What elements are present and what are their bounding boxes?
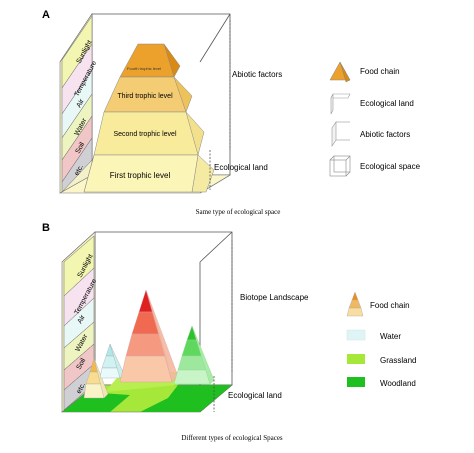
pyramid-water: [99, 343, 125, 379]
cube-icon: [329, 155, 351, 177]
legend-b-water: Water: [380, 332, 401, 341]
caption-a: Same type of ecological space: [196, 208, 281, 216]
legend-a-food-chain: Food chain: [360, 67, 400, 76]
ecological-land-label-b: Ecological land: [228, 391, 282, 400]
pyramid-green: [173, 325, 215, 385]
first-trophic-level-label: First trophic level: [110, 171, 171, 180]
pyramid-icon: [346, 291, 364, 317]
strip-a-soil: Soil: [75, 141, 87, 155]
side-strips-a: [61, 15, 93, 193]
water-swatch: [346, 329, 366, 341]
grassland-swatch: [347, 354, 365, 364]
legend-b-woodland: Woodland: [380, 379, 416, 388]
ecological-land-label-a: Ecological land: [214, 163, 268, 172]
panel-a: A Sunlight Temperature Air Water Soil et…: [42, 9, 421, 216]
strip-b-air: Air: [77, 314, 88, 325]
legend-a-ecological-land: Ecological land: [360, 99, 414, 108]
legend-a-abiotic-factors: Abiotic factors: [360, 130, 410, 139]
strip-b-etc: etc.: [76, 382, 88, 395]
strip-b-soil: Soil: [76, 357, 88, 371]
biotope-landscape-label: Biotope Landscape: [240, 293, 309, 302]
pyramid-red-tall: [119, 289, 179, 383]
abiotic-factors-label: Abiotic factors: [232, 70, 282, 79]
panel-a-letter: A: [42, 9, 50, 21]
legend-b-food-chain: Food chain: [370, 301, 410, 310]
second-trophic-level-label: Second trophic level: [113, 131, 176, 138]
legend-a: Food chain Ecological land Abiotic facto…: [329, 61, 421, 177]
trophic-pyramid-a: [83, 43, 215, 193]
side-strips-b: [63, 235, 95, 411]
strip-a-air: Air: [76, 98, 87, 109]
woodland-patch-right: [140, 385, 232, 412]
pyramid-icon: [329, 61, 351, 83]
legend-b: Food chain Water Grassland Woodland: [346, 291, 416, 388]
woodland-patch-left: [62, 392, 130, 412]
legend-b-grassland: Grassland: [380, 356, 416, 365]
third-trophic-level-label: Third trophic level: [117, 93, 173, 100]
plane-icon: [330, 93, 351, 115]
panel-b-letter: B: [42, 222, 50, 234]
caption-b: Different types of ecological Spaces: [181, 434, 283, 442]
brackets-b: [213, 240, 233, 412]
legend-a-ecological-space: Ecological space: [360, 162, 421, 171]
wall-icon: [331, 121, 350, 147]
panel-b: B Sunlight Temperature Air Water Soil: [42, 222, 416, 442]
fourth-trophic-level-label: Fourth trophic level: [127, 66, 161, 71]
brackets-a: [209, 20, 231, 190]
strip-a-etc: etc.: [74, 164, 86, 177]
woodland-swatch: [347, 377, 365, 387]
